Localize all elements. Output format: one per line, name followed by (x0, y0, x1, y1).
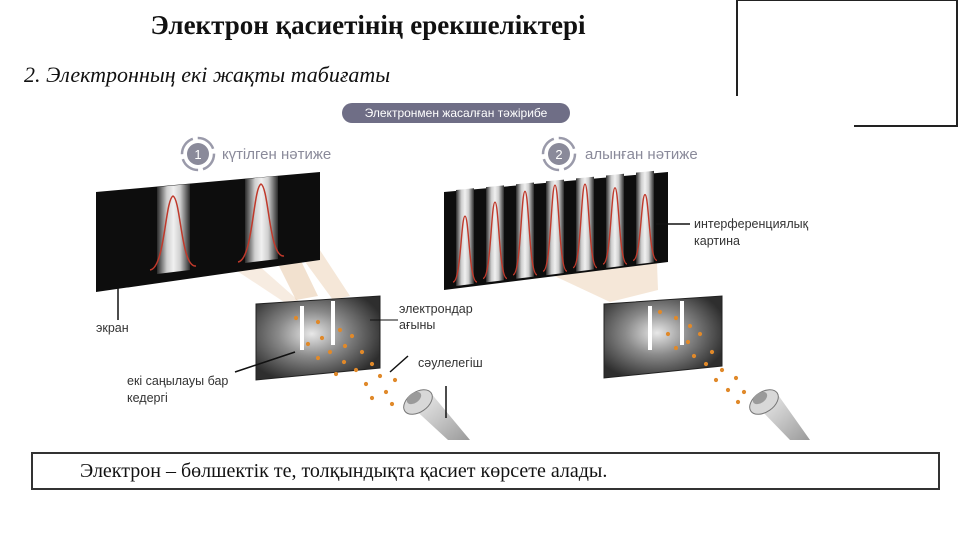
interference-fringe (456, 188, 474, 286)
electron-dot (327, 349, 333, 355)
interference-fringe (546, 179, 564, 276)
interference-fringe (606, 173, 624, 268)
obtained-label: алынған нәтиже (585, 146, 698, 163)
electron-dot (333, 371, 339, 377)
left-screen (96, 172, 320, 292)
screen-label: экран (96, 321, 129, 335)
electron-dot (315, 319, 321, 325)
electron-dot (703, 361, 709, 367)
interference-fringe (486, 185, 504, 283)
right-electron-gun (749, 389, 810, 440)
interference-fringe (516, 182, 534, 279)
corner-frame (736, 0, 958, 127)
electron-dot (713, 377, 719, 383)
electron-dot (697, 331, 703, 337)
electron-dot (341, 359, 347, 365)
obtained-result-header: 2 алынған нәтиже (541, 136, 698, 172)
barrier-label-2: кедергі (127, 391, 168, 405)
electron-dot (673, 315, 679, 321)
electron-dot (719, 367, 725, 373)
experiment-banner: Электронмен жасалған тәжірибе (342, 103, 570, 123)
emitter-label: сәулелегіш (418, 356, 483, 370)
barrier-label-1: екі саңылауы бар (127, 374, 228, 388)
electron-dot (741, 389, 747, 395)
banner-text: Электронмен жасалған тәжірибе (365, 106, 548, 120)
page-subtitle: 2. Электронның екі жақты табиғаты (24, 62, 391, 87)
intensity-curve (602, 187, 628, 265)
obtained-number: 2 (555, 147, 562, 162)
electron-dot (685, 339, 691, 345)
electron-dot (733, 375, 739, 381)
left-electron-gun (403, 389, 470, 440)
interference-label-2: картина (694, 234, 740, 248)
electron-dot (342, 343, 348, 349)
intensity-curve (482, 201, 508, 280)
electron-dot (305, 341, 311, 347)
electron-dot (337, 327, 343, 333)
electron-dot (377, 373, 383, 379)
electron-dot (665, 331, 671, 337)
expected-result-header: 1 күтілген нәтиже (180, 136, 331, 172)
electron-dot (383, 389, 389, 395)
electron-dot (735, 399, 741, 405)
electron-dot (389, 401, 395, 407)
electron-dot (353, 367, 359, 373)
electron-dot (369, 395, 375, 401)
electron-dot (691, 353, 697, 359)
electron-dot (687, 323, 693, 329)
page-title: Электрон қасиетінің ерекшеліктері (150, 10, 586, 40)
intensity-curve (512, 190, 538, 276)
electron-dot (315, 355, 321, 361)
electron-dot (369, 361, 375, 367)
interference-label-1: интерференциялық (694, 217, 809, 231)
electron-dot (709, 349, 715, 355)
expected-number: 1 (194, 147, 201, 162)
caption-box: Электрон – бөлшектік те, толқындықта қас… (31, 452, 940, 490)
intensity-curve (632, 193, 658, 262)
electron-dot (673, 345, 679, 351)
electron-dots (293, 309, 747, 407)
right-barrier-plate (603, 295, 723, 379)
electron-dot (319, 335, 325, 341)
electron-stream-label-2: ағыны (399, 318, 435, 332)
electron-stream-label-1: электрондар (399, 302, 473, 316)
electron-dot (363, 381, 369, 387)
electron-dot (725, 387, 731, 393)
interference-fringe (576, 176, 594, 272)
caption-text: Электрон – бөлшектік те, толқындықта қас… (80, 460, 608, 482)
intensity-curve (572, 183, 598, 269)
expected-label: күтілген нәтиже (222, 146, 331, 163)
intensity-curve (452, 215, 478, 283)
electron-dot (392, 377, 398, 383)
electron-dot (293, 315, 299, 321)
intensity-curve (542, 184, 568, 272)
electron-dot (657, 309, 663, 315)
electron-dot (359, 349, 365, 355)
left-barrier-plate (255, 295, 381, 381)
interference-fringe (636, 170, 654, 265)
right-screen (444, 170, 668, 290)
double-slit-diagram: Электронмен жасалған тәжірибе 1 күтілген… (96, 103, 810, 440)
electron-dot (349, 333, 355, 339)
